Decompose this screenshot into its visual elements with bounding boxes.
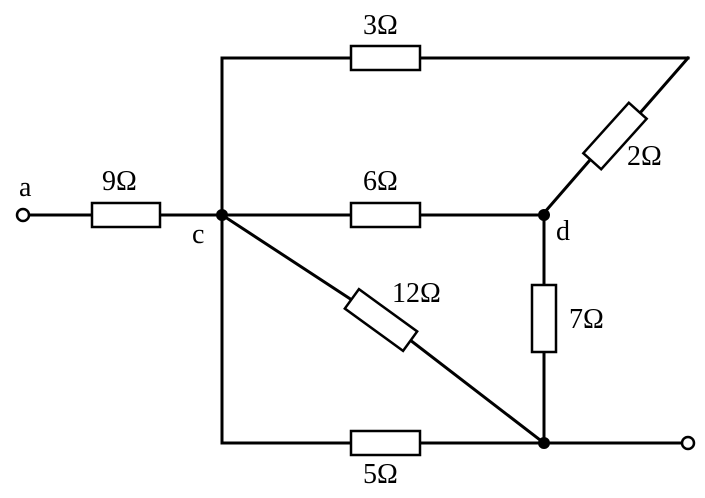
wire-c-12 — [219, 212, 355, 303]
terminal-a — [15, 207, 31, 223]
wire-diag-lower — [541, 157, 593, 216]
label-5: 5Ω — [363, 459, 398, 490]
terminal-b — [680, 435, 696, 451]
label-7: 7Ω — [569, 304, 604, 335]
label-6: 6Ω — [363, 166, 398, 197]
resistor-3 — [349, 44, 422, 72]
wire-diag-upper — [637, 55, 691, 116]
node-label-c: c — [192, 219, 204, 250]
wires — [27, 55, 691, 446]
node-c-dot — [216, 209, 228, 221]
node-d-dot — [538, 209, 550, 221]
node-label-a: a — [19, 172, 32, 203]
resistor-12 — [343, 287, 419, 353]
resistor-5 — [349, 429, 422, 457]
node-label-d: d — [556, 216, 570, 247]
resistor-7 — [530, 283, 558, 354]
resistors — [90, 44, 649, 457]
resistor-6 — [349, 201, 422, 229]
label-3: 3Ω — [363, 10, 398, 41]
wire-12-bottom — [407, 337, 547, 446]
node-bottom-dot — [538, 437, 550, 449]
resistor-9 — [90, 201, 162, 229]
resistor-2 — [581, 100, 649, 172]
label-9: 9Ω — [102, 166, 137, 197]
label-2: 2Ω — [627, 141, 662, 172]
label-12: 12Ω — [392, 278, 441, 309]
